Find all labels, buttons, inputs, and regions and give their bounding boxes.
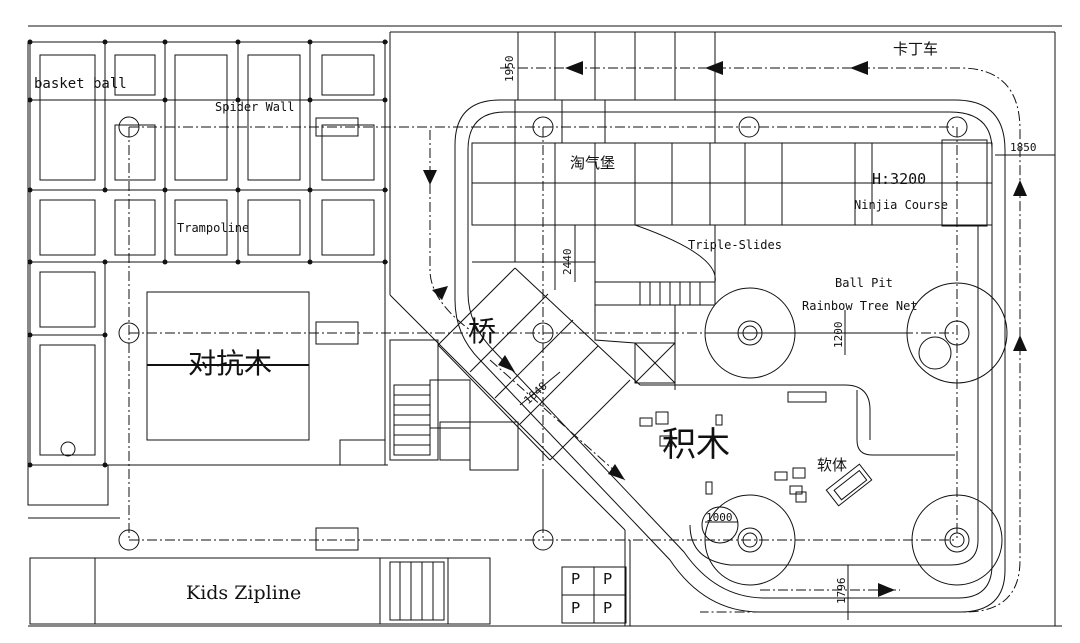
dim-1850: 1850 (1010, 141, 1037, 154)
dimension-lines (517, 32, 1055, 620)
parking-label: P (603, 570, 613, 588)
label-basketball: basket ball (34, 76, 127, 92)
parking-grid (561, 566, 627, 624)
direction-arrows (423, 61, 1027, 597)
dim-1000: 1000 (706, 511, 733, 524)
label-duikangmu: 对抗木 (188, 347, 273, 380)
dim-2440: 2440 (561, 248, 574, 276)
dim-1200: 1200 (832, 321, 845, 349)
label-triple-slides: Triple-Slides (688, 238, 782, 252)
label-jimu: 积木 (662, 425, 730, 465)
label-ninjia-course: Ninjia Course (854, 198, 948, 212)
parking-label: P (571, 570, 581, 588)
label-rainbow-tree-net: Rainbow Tree Net (802, 299, 918, 313)
label-height: H:3200 (872, 170, 927, 188)
parking-label: P (571, 599, 581, 617)
kart-track-outer (454, 99, 1006, 613)
label-taoqibao: 淘气堡 (570, 154, 616, 172)
play-structure (471, 31, 993, 390)
dim-1796: 1796 (835, 577, 848, 605)
label-kadingche: 卡丁车 (893, 40, 939, 58)
label-qiao: 桥 (468, 315, 497, 348)
grid-nodes (27, 39, 388, 468)
left-grid (28, 41, 388, 466)
label-spider-wall: Spider Wall (215, 100, 295, 114)
label-trampoline: Trampoline (177, 221, 250, 235)
zipline-area (29, 557, 491, 625)
blocks (639, 391, 873, 507)
label-kids-zipline: Kids Zipline (186, 582, 302, 604)
parking-label: P (603, 599, 613, 617)
dim-1950: 1950 (503, 55, 516, 83)
label-ball-pit: Ball Pit (835, 276, 893, 290)
centerlines (128, 67, 1021, 613)
label-ruanti: 软体 (817, 456, 848, 474)
